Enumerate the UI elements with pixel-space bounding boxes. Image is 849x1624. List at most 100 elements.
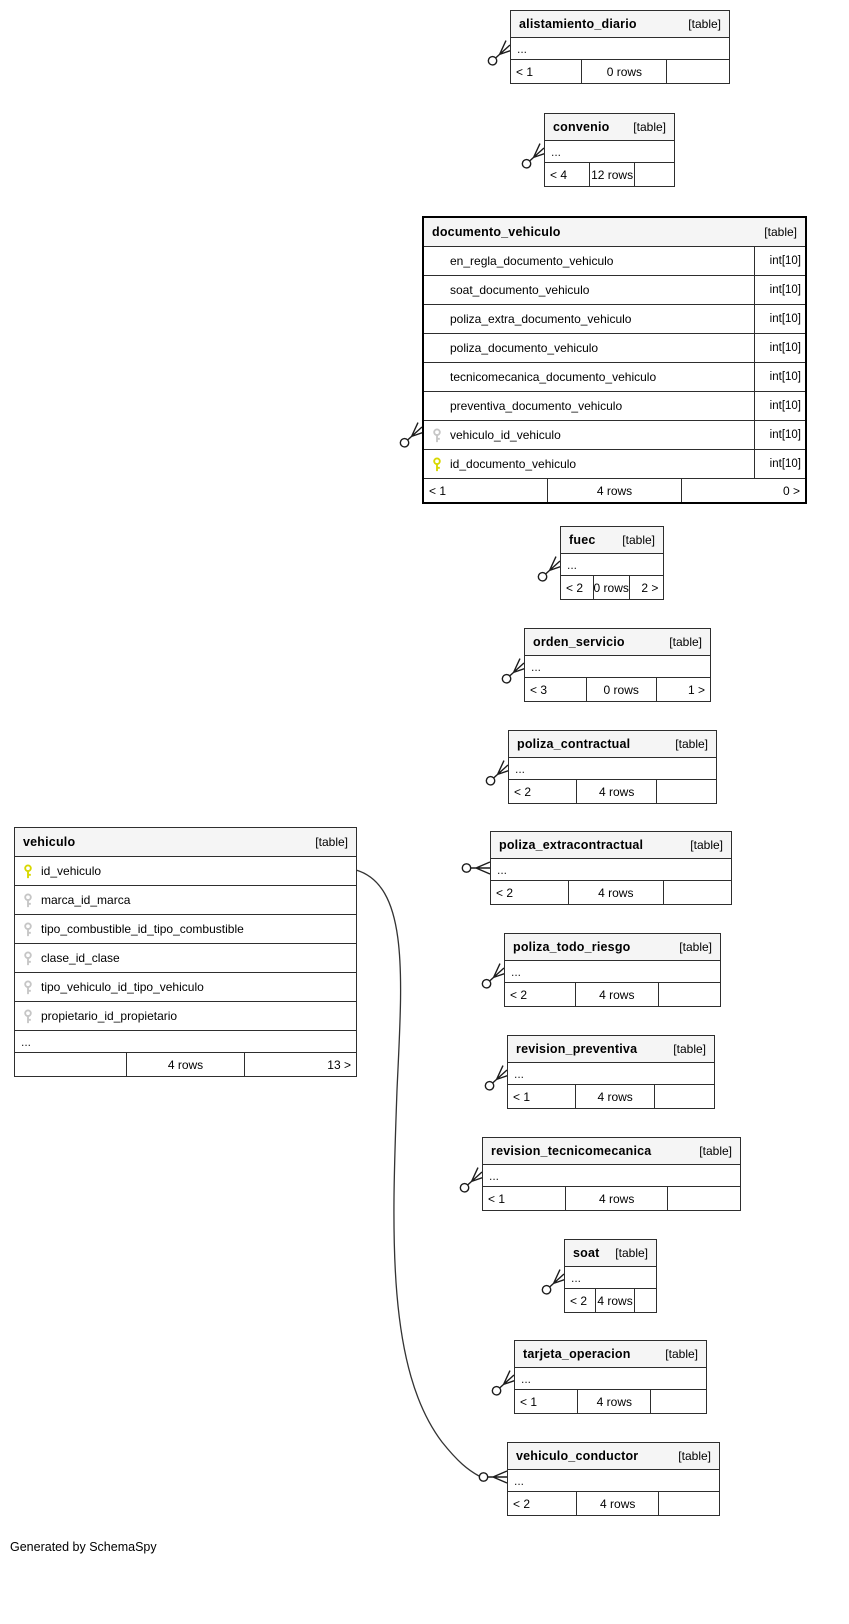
footer-row-count: 0 rows bbox=[592, 576, 629, 599]
footer-parents-count: 0 > bbox=[680, 479, 805, 502]
hidden-columns-ellipsis: ... bbox=[509, 757, 716, 779]
hidden-columns-ellipsis: ... bbox=[561, 553, 663, 575]
column-name: soat_documento_vehiculo bbox=[450, 283, 590, 297]
column-row[interactable]: en_regla_documento_vehiculo int[10] bbox=[424, 246, 805, 275]
column-row[interactable]: soat_documento_vehiculo int[10] bbox=[424, 275, 805, 304]
footer-children-count: < 1 bbox=[429, 483, 447, 498]
table-title[interactable]: soat bbox=[573, 1246, 600, 1260]
table-type-label: [table] bbox=[633, 120, 666, 134]
foreign-key-icon bbox=[432, 427, 450, 443]
footer-row-count: 4 rows bbox=[576, 1492, 658, 1515]
footer-row-count: 0 rows bbox=[585, 678, 656, 701]
column-name: marca_id_marca bbox=[41, 893, 131, 907]
table-header: poliza_todo_riesgo [table] bbox=[505, 934, 720, 960]
table-title[interactable]: vehiculo bbox=[23, 835, 76, 849]
foreign-key-icon bbox=[23, 921, 41, 937]
table-node-fuec[interactable]: fuec [table] ... < 2 0 rows 2 > bbox=[560, 526, 664, 600]
table-type-label: [table] bbox=[679, 940, 712, 954]
footer-children-count: < 1 bbox=[520, 1394, 538, 1409]
table-title[interactable]: convenio bbox=[553, 120, 610, 134]
column-datatype: int[10] bbox=[754, 334, 805, 362]
column-row[interactable]: propietario_id_propietario bbox=[15, 1001, 356, 1030]
column-name: poliza_documento_vehiculo bbox=[450, 341, 599, 355]
table-node-documento-vehiculo[interactable]: documento_vehiculo [table] en_regla_docu… bbox=[422, 216, 807, 504]
hidden-columns-ellipsis: ... bbox=[508, 1469, 719, 1491]
hidden-columns-ellipsis: ... bbox=[508, 1062, 714, 1084]
table-node-vehiculo[interactable]: vehiculo [table] id_vehiculo marca_id_ma… bbox=[14, 827, 357, 1077]
table-header: fuec [table] bbox=[561, 527, 663, 553]
primary-key-icon bbox=[23, 863, 41, 879]
table-title[interactable]: documento_vehiculo bbox=[432, 225, 561, 239]
column-name: vehiculo_id_vehiculo bbox=[450, 428, 561, 442]
table-type-label: [table] bbox=[615, 1246, 648, 1260]
footer-row-count: 0 rows bbox=[581, 60, 666, 83]
table-footer: < 2 4 rows bbox=[505, 982, 720, 1006]
column-row[interactable]: vehiculo_id_vehiculo int[10] bbox=[424, 420, 805, 449]
table-header: revision_tecnicomecanica [table] bbox=[483, 1138, 740, 1164]
table-header: vehiculo [table] bbox=[15, 828, 356, 856]
footer-parents-count bbox=[633, 1289, 656, 1312]
table-title[interactable]: revision_tecnicomecanica bbox=[491, 1144, 652, 1158]
column-row[interactable]: tecnicomecanica_documento_vehiculo int[1… bbox=[424, 362, 805, 391]
footer-parents-count: 1 > bbox=[655, 678, 710, 701]
table-footer: < 3 0 rows 1 > bbox=[525, 677, 710, 701]
column-row[interactable]: poliza_extra_documento_vehiculo int[10] bbox=[424, 304, 805, 333]
column-row[interactable]: marca_id_marca bbox=[15, 885, 356, 914]
primary-key-icon bbox=[432, 456, 450, 472]
footer-children-count: < 2 bbox=[510, 987, 528, 1002]
footer-parents-count bbox=[658, 983, 720, 1006]
table-footer: < 2 4 rows bbox=[509, 779, 716, 803]
column-datatype: int[10] bbox=[754, 421, 805, 449]
table-node-poliza-contractual[interactable]: poliza_contractual [table] ... < 2 4 row… bbox=[508, 730, 717, 804]
table-type-label: [table] bbox=[675, 737, 708, 751]
footer-row-count: 4 rows bbox=[577, 1390, 650, 1413]
table-title[interactable]: orden_servicio bbox=[533, 635, 625, 649]
foreign-key-icon bbox=[23, 892, 41, 908]
table-node-poliza-todo-riesgo[interactable]: poliza_todo_riesgo [table] ... < 2 4 row… bbox=[504, 933, 721, 1007]
column-row[interactable]: id_documento_vehiculo int[10] bbox=[424, 449, 805, 478]
table-footer: < 2 4 rows bbox=[565, 1288, 656, 1312]
column-row[interactable]: preventiva_documento_vehiculo int[10] bbox=[424, 391, 805, 420]
column-row[interactable]: id_vehiculo bbox=[15, 856, 356, 885]
column-name: id_vehiculo bbox=[41, 864, 102, 878]
table-node-revision-tecnicomecanica[interactable]: revision_tecnicomecanica [table] ... < 1… bbox=[482, 1137, 741, 1211]
table-node-revision-preventiva[interactable]: revision_preventiva [table] ... < 1 4 ro… bbox=[507, 1035, 715, 1109]
table-type-label: [table] bbox=[699, 1144, 732, 1158]
column-name: poliza_extra_documento_vehiculo bbox=[450, 312, 632, 326]
table-node-tarjeta-operacion[interactable]: tarjeta_operacion [table] ... < 1 4 rows bbox=[514, 1340, 707, 1414]
column-row[interactable]: poliza_documento_vehiculo int[10] bbox=[424, 333, 805, 362]
table-title[interactable]: alistamiento_diario bbox=[519, 17, 637, 31]
table-node-soat[interactable]: soat [table] ... < 2 4 rows bbox=[564, 1239, 657, 1313]
table-title[interactable]: revision_preventiva bbox=[516, 1042, 638, 1056]
column-name: en_regla_documento_vehiculo bbox=[450, 254, 614, 268]
hidden-columns-ellipsis: ... bbox=[525, 655, 710, 677]
table-type-label: [table] bbox=[665, 1347, 698, 1361]
table-footer: < 2 4 rows bbox=[491, 880, 731, 904]
table-node-vehiculo-conductor[interactable]: vehiculo_conductor [table] ... < 2 4 row… bbox=[507, 1442, 720, 1516]
table-type-label: [table] bbox=[673, 1042, 706, 1056]
column-datatype: int[10] bbox=[754, 363, 805, 391]
table-node-orden-servicio[interactable]: orden_servicio [table] ... < 3 0 rows 1 … bbox=[524, 628, 711, 702]
table-node-poliza-extracontractual[interactable]: poliza_extracontractual [table] ... < 2 … bbox=[490, 831, 732, 905]
footer-row-count: 12 rows bbox=[588, 163, 635, 186]
column-row[interactable]: tipo_combustible_id_tipo_combustible bbox=[15, 914, 356, 943]
relationship-line-vehiculo-to-vehiculo-conductor bbox=[355, 869, 480, 1477]
table-title[interactable]: fuec bbox=[569, 533, 596, 547]
column-name: id_documento_vehiculo bbox=[450, 457, 577, 471]
footer-parents-count bbox=[666, 60, 729, 83]
table-footer: < 1 4 rows bbox=[483, 1186, 740, 1210]
column-name: preventiva_documento_vehiculo bbox=[450, 399, 623, 413]
table-node-convenio[interactable]: convenio [table] ... < 4 12 rows bbox=[544, 113, 675, 187]
footer-parents-count: 2 > bbox=[628, 576, 664, 599]
table-title[interactable]: vehiculo_conductor bbox=[516, 1449, 639, 1463]
table-title[interactable]: poliza_contractual bbox=[517, 737, 631, 751]
table-node-alistamiento-diario[interactable]: alistamiento_diario [table] ... < 1 0 ro… bbox=[510, 10, 730, 84]
table-title[interactable]: tarjeta_operacion bbox=[523, 1347, 631, 1361]
table-title[interactable]: poliza_todo_riesgo bbox=[513, 940, 631, 954]
table-title[interactable]: poliza_extracontractual bbox=[499, 838, 644, 852]
table-header: poliza_extracontractual [table] bbox=[491, 832, 731, 858]
column-row[interactable]: clase_id_clase bbox=[15, 943, 356, 972]
column-name: tipo_combustible_id_tipo_combustible bbox=[41, 922, 244, 936]
column-row[interactable]: tipo_vehiculo_id_tipo_vehiculo bbox=[15, 972, 356, 1001]
